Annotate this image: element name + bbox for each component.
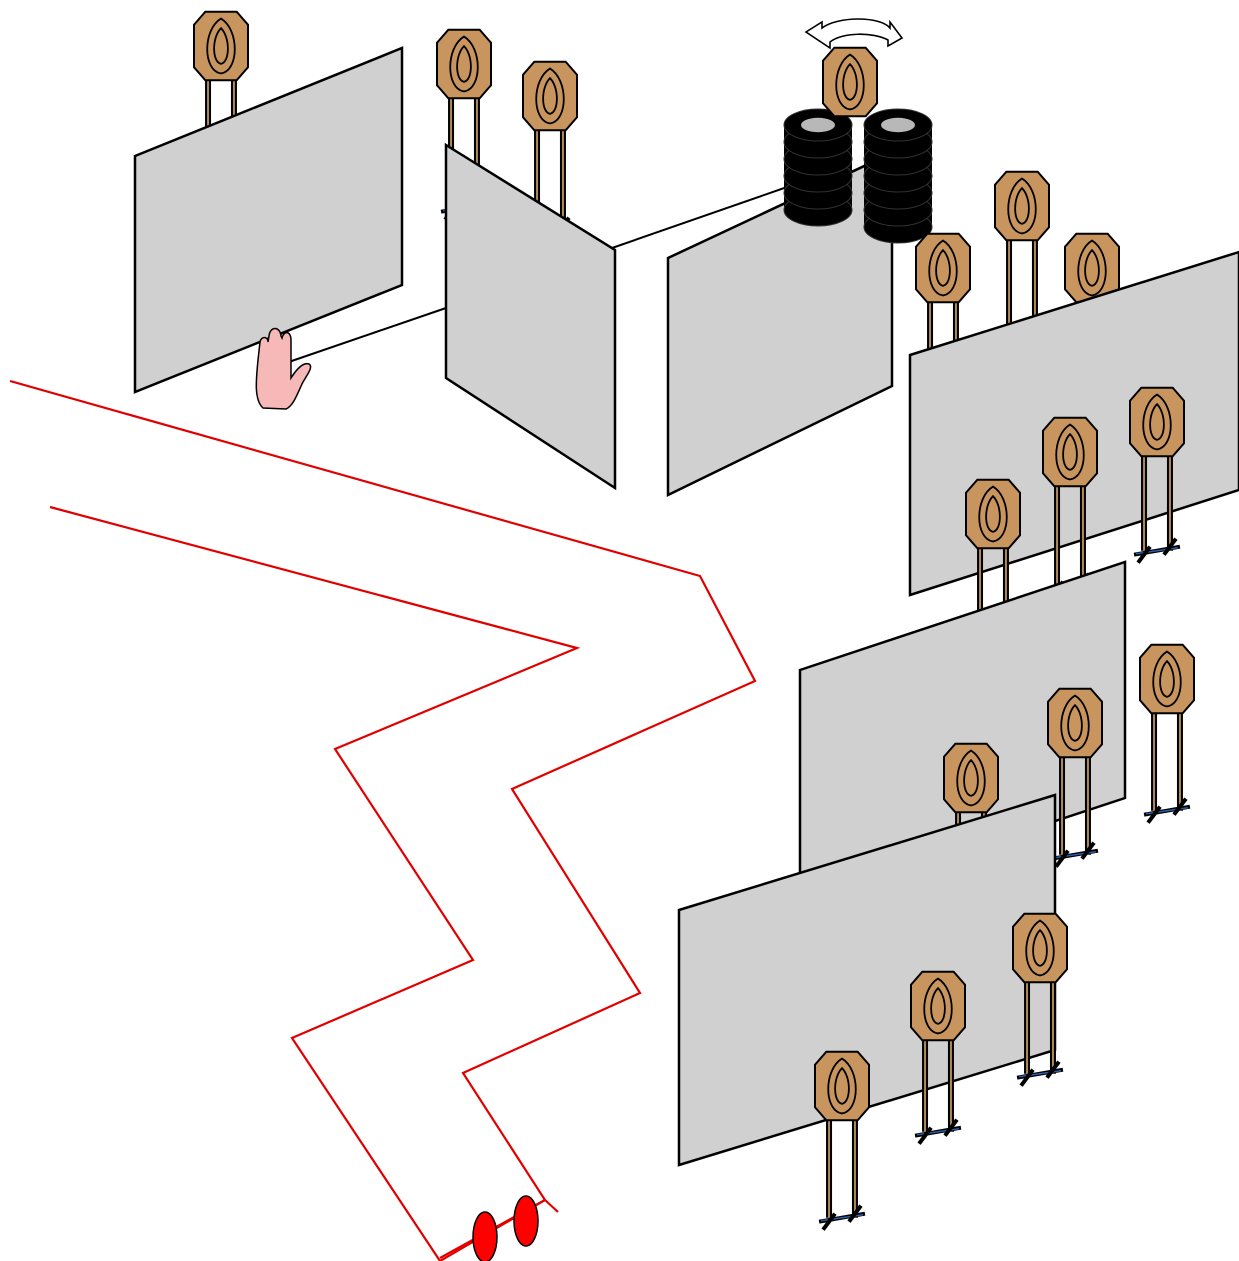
- target-stand-foot: [847, 1204, 863, 1223]
- target-plate: [1139, 643, 1195, 715]
- target-inner-zone: [930, 986, 946, 1025]
- target-plate: [994, 170, 1050, 242]
- target-plate: [915, 232, 971, 304]
- target-right-lower-2: [910, 970, 966, 1145]
- target-stand-base-stripe: [820, 1213, 864, 1222]
- target-right-middle-3: [1139, 643, 1195, 824]
- target-plate: [436, 28, 492, 100]
- target-outer-zone: [1060, 694, 1090, 752]
- target-outer-zone: [1007, 177, 1037, 235]
- tire-stack-left: [783, 108, 853, 227]
- curved-double-arrow-icon: [804, 18, 904, 50]
- target-inner-zone: [213, 26, 229, 65]
- target-outer-zone: [923, 977, 953, 1035]
- target-inner-zone: [1159, 659, 1175, 698]
- start-position-right-disc: [513, 1195, 539, 1247]
- target-inner-zone: [834, 1066, 850, 1105]
- target-inner-zone: [456, 44, 472, 83]
- target-right-lower-3: [1012, 912, 1068, 1087]
- wall-top-left: [133, 46, 404, 394]
- target-plate: [1042, 416, 1098, 488]
- target-plate: [193, 10, 249, 82]
- target-stand-foot: [1054, 849, 1070, 868]
- target-stand-foot: [1045, 1060, 1061, 1079]
- target-outer-zone: [928, 239, 958, 297]
- target-plate: [965, 478, 1021, 550]
- shooting-area-boundary: [9, 379, 757, 1261]
- target-outer-zone: [978, 485, 1008, 543]
- target-stand-base-stripe: [1018, 1069, 1062, 1078]
- target-inner-zone: [1032, 928, 1048, 967]
- target-inner-zone: [1149, 402, 1165, 441]
- target-stand-foot: [1136, 545, 1152, 564]
- target-stand-base-stripe: [1135, 546, 1179, 555]
- target-right-upper-3: [1129, 386, 1185, 564]
- fault-line-left: [279, 307, 447, 366]
- target-outer-zone: [206, 17, 236, 75]
- target-outer-zone: [1142, 393, 1172, 451]
- target-stand-foot: [821, 1212, 837, 1231]
- target-outer-zone: [1152, 650, 1182, 708]
- target-stand-foot: [1080, 841, 1096, 860]
- target-outer-zone: [1025, 919, 1055, 977]
- fault-line-center: [611, 185, 791, 249]
- target-outer-zone: [835, 53, 865, 111]
- target-right-lower-1: [814, 1050, 870, 1231]
- target-stand-base-stripe: [1145, 806, 1189, 815]
- tire-hole: [881, 117, 915, 133]
- target-plate: [1047, 687, 1103, 759]
- target-outer-zone: [535, 67, 565, 125]
- tire-stack-right: [863, 108, 933, 244]
- target-inner-zone: [542, 76, 558, 115]
- stop-hand-shape: [255, 327, 312, 410]
- target-stand-foot: [1019, 1068, 1035, 1087]
- target-outer-zone: [1077, 239, 1107, 297]
- swing-arrow-shape: [804, 18, 904, 50]
- target-inner-zone: [963, 758, 979, 797]
- target-plate: [814, 1050, 870, 1122]
- target-stand-foot: [1146, 805, 1162, 824]
- tire-hole: [801, 117, 835, 133]
- stop-hand-icon: [255, 327, 312, 410]
- target-inner-zone: [1067, 703, 1083, 742]
- tire-stack-icon: [783, 108, 933, 244]
- wall-center-left: [444, 142, 617, 491]
- target-stand-base-stripe: [1053, 850, 1097, 859]
- target-stand-foot: [943, 1118, 959, 1137]
- target-stand-foot: [1172, 797, 1188, 816]
- wall-center-right: [666, 151, 894, 497]
- target-inner-zone: [935, 248, 951, 287]
- target-stand-foot: [917, 1126, 933, 1145]
- target-outer-zone: [449, 35, 479, 93]
- target-outer-zone: [1055, 423, 1085, 481]
- target-swinger: [822, 46, 878, 118]
- target-inner-zone: [1084, 248, 1100, 287]
- target-outer-zone: [827, 1057, 857, 1115]
- target-plate: [943, 742, 999, 814]
- target-plate: [522, 60, 578, 132]
- start-line-tick: [544, 1199, 559, 1213]
- target-plate: [1129, 386, 1185, 458]
- target-inner-zone: [1062, 432, 1078, 471]
- target-stand-foot: [1162, 537, 1178, 556]
- target-plate: [822, 46, 878, 118]
- target-inner-zone: [985, 494, 1001, 533]
- target-inner-zone: [842, 62, 858, 101]
- target-plate: [910, 970, 966, 1042]
- target-stand-base-stripe: [916, 1127, 960, 1136]
- target-right-middle-2: [1047, 687, 1103, 868]
- target-plate: [1012, 912, 1068, 984]
- target-inner-zone: [1014, 186, 1030, 225]
- target-outer-zone: [956, 749, 986, 807]
- start-position-left-disc: [472, 1211, 498, 1261]
